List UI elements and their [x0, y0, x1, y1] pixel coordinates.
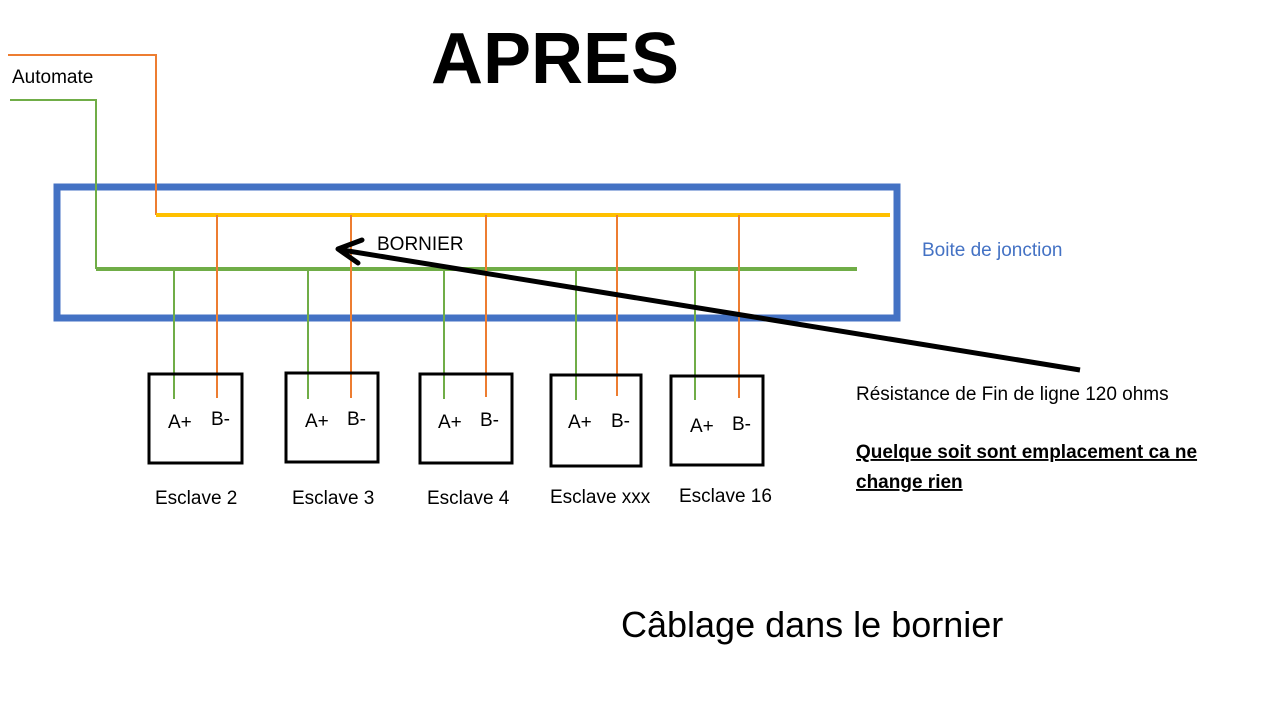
arrow: [335, 237, 1081, 373]
slave-boxes: [147, 371, 765, 468]
slave-name: Esclave xxx: [550, 487, 651, 508]
slave-box: [284, 371, 380, 464]
arrow-shaft: [341, 247, 1081, 373]
slave-names: Esclave 2 Esclave 3 Esclave 4 Esclave xx…: [155, 486, 772, 509]
terminal-b-label: B-: [732, 414, 751, 435]
terminal-b-label: B-: [211, 409, 230, 430]
note-line-2: change rien: [856, 472, 963, 493]
junction-box-label: Boite de jonction: [922, 240, 1063, 261]
terminal-a-label: A+: [690, 416, 714, 437]
arrow-head-icon: [335, 237, 365, 266]
terminal-b-label: B-: [347, 409, 366, 430]
bornier-label: BORNIER: [377, 234, 464, 255]
page-title: APRES: [431, 19, 679, 99]
note-line-1: Quelque soit sont emplacement ca ne: [856, 442, 1197, 463]
automate-label: Automate: [12, 67, 93, 88]
terminal-a-label: A+: [305, 411, 329, 432]
terminal-a-label: A+: [568, 412, 592, 433]
resistance-label: Résistance de Fin de ligne 120 ohms: [856, 384, 1169, 405]
junction-box: [53, 183, 901, 322]
slave-box: [147, 372, 244, 465]
slave-box: [549, 373, 643, 468]
terminal-labels: A+ B- A+ B- A+ B- A+ B- A+ B-: [168, 409, 751, 437]
slave-box: [418, 372, 514, 465]
terminal-a-label: A+: [438, 412, 462, 433]
terminal-b-label: B-: [611, 411, 630, 432]
slave-name: Esclave 16: [679, 486, 772, 507]
slave-box: [669, 374, 765, 467]
caption: Câblage dans le bornier: [621, 604, 1003, 645]
wire-a-automate: [10, 99, 97, 269]
slave-name: Esclave 4: [427, 488, 510, 509]
terminal-b-label: B-: [480, 410, 499, 431]
slave-wires: [173, 215, 740, 400]
terminal-a-label: A+: [168, 412, 192, 433]
slave-name: Esclave 3: [292, 488, 374, 509]
slave-name: Esclave 2: [155, 488, 237, 509]
wire-b-automate: [8, 54, 157, 215]
